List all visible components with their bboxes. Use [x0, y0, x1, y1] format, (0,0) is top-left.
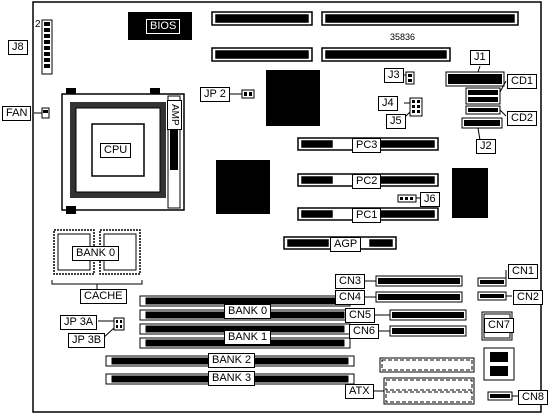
j8-connector [41, 19, 53, 75]
cpu-label: CPU [100, 143, 132, 158]
j2-connector [461, 117, 503, 129]
jp2-label: JP 2 [200, 87, 230, 102]
cn4-label: CN4 [335, 290, 366, 305]
cn8-label: CN8 [518, 390, 548, 405]
bank0-cache-label: BANK 0 [72, 246, 120, 261]
j4-label: J4 [378, 96, 398, 111]
bios-label: BIOS [146, 19, 181, 34]
fan-connector [34, 107, 50, 119]
jp3-jumpers [113, 317, 125, 331]
cd2-label: CD2 [507, 111, 538, 126]
j3-j4-j5-jumpers [405, 71, 423, 117]
j6-jumper [397, 194, 417, 203]
cache-label: CACHE [80, 289, 127, 304]
bank3-label: BANK 3 [208, 371, 256, 386]
j2-label: J2 [476, 139, 496, 154]
j3-label: J3 [384, 68, 404, 83]
fan-label: FAN [2, 106, 32, 121]
leader-lines [98, 65, 518, 397]
jp3b-label: JP 3B [68, 333, 106, 348]
bank2-label: BANK 2 [208, 353, 256, 368]
agp-label: AGP [330, 237, 362, 252]
j5-label: J5 [386, 114, 406, 129]
cn3-label: CN3 [335, 274, 366, 289]
amp-label: AMP [167, 100, 182, 130]
j1-label: J1 [470, 50, 490, 65]
pc2-label: PC2 [352, 174, 382, 189]
j8-label: J8 [8, 40, 28, 55]
bank0-label: BANK 0 [224, 304, 272, 319]
jumper-number-2: 2 [35, 19, 41, 30]
bank1-label: BANK 1 [224, 330, 272, 345]
cn2-label: CN2 [513, 290, 544, 305]
j1-connector [445, 71, 505, 87]
pc1-label: PC1 [352, 208, 382, 223]
atx-power [379, 357, 475, 405]
cd1-label: CD1 [507, 74, 538, 89]
cn6-label: CN6 [349, 324, 380, 339]
isa-slots [211, 11, 519, 62]
pc3-label: PC3 [352, 138, 382, 153]
cn5-label: CN5 [345, 308, 376, 323]
cn7-label: CN7 [484, 318, 515, 333]
io-ports [483, 347, 515, 381]
chipsets [216, 70, 488, 218]
jp3a-label: JP 3A [60, 315, 98, 330]
atx-label: ATX [345, 384, 374, 399]
board-number: 35836 [390, 32, 416, 42]
cd-connectors [465, 87, 501, 115]
j6-label: J6 [420, 192, 440, 207]
jp2-jumper [232, 89, 255, 99]
cn1-label: CN1 [508, 264, 539, 279]
cn8-header [487, 391, 513, 401]
